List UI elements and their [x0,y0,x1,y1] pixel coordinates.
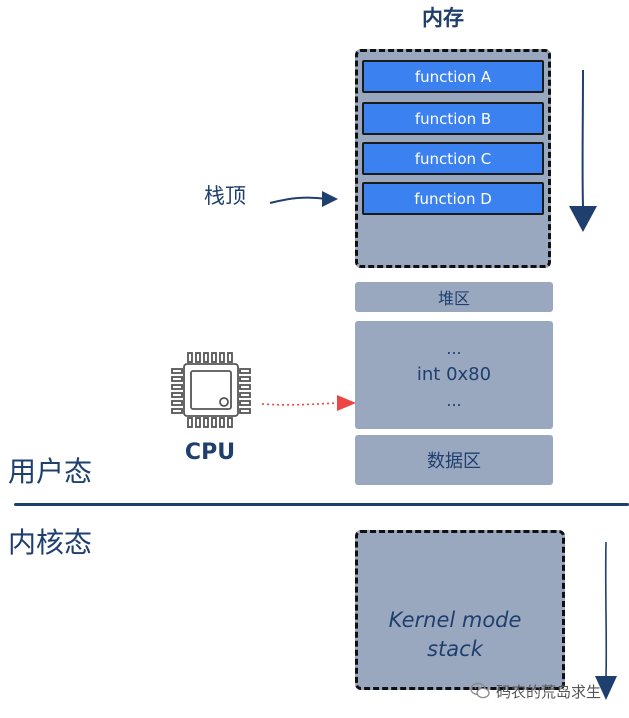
stack-frame-function-b: function B [362,102,544,135]
stack-frame-function-d: function D [362,182,544,215]
code-segment: ... int 0x80 ... [355,321,553,429]
data-segment: 数据区 [355,435,553,485]
heap-label: 堆区 [437,289,470,308]
cpu-label: CPU [184,440,236,465]
kernel-stack-label: Kernel mode stack [370,606,540,664]
code-instruction: int 0x80 [416,364,492,385]
heap-segment: 堆区 [355,282,553,312]
data-label: 数据区 [427,451,481,472]
code-ellipsis-bottom: ... [446,391,462,410]
kernel-mode-label: 内核态 [8,526,93,559]
stack-top-arrow [269,191,338,207]
watermark-text: 码农的荒岛求生 [496,682,602,701]
stack-frame-function-a: function A [362,60,544,93]
kernel-stack-line1: Kernel mode [388,608,522,632]
wechat-icon [470,682,490,699]
user-mode-label: 用户态 [8,455,93,488]
kernel-stack-frame [355,530,565,690]
stack-growth-arrow [569,69,597,232]
kernel-stack-line2: stack [427,637,483,661]
stack-top-label: 栈顶 [204,184,246,208]
kernel-stack-growth-arrow [595,541,617,700]
cpu-interrupt-arrow [261,395,356,411]
mode-divider [14,503,629,506]
watermark: 码农的荒岛求生 [470,679,601,703]
stack-frame-function-c: function C [362,142,544,175]
cpu-chip-icon [171,352,251,428]
code-ellipsis-top: ... [446,339,462,358]
memory-title: 内存 [422,6,464,30]
